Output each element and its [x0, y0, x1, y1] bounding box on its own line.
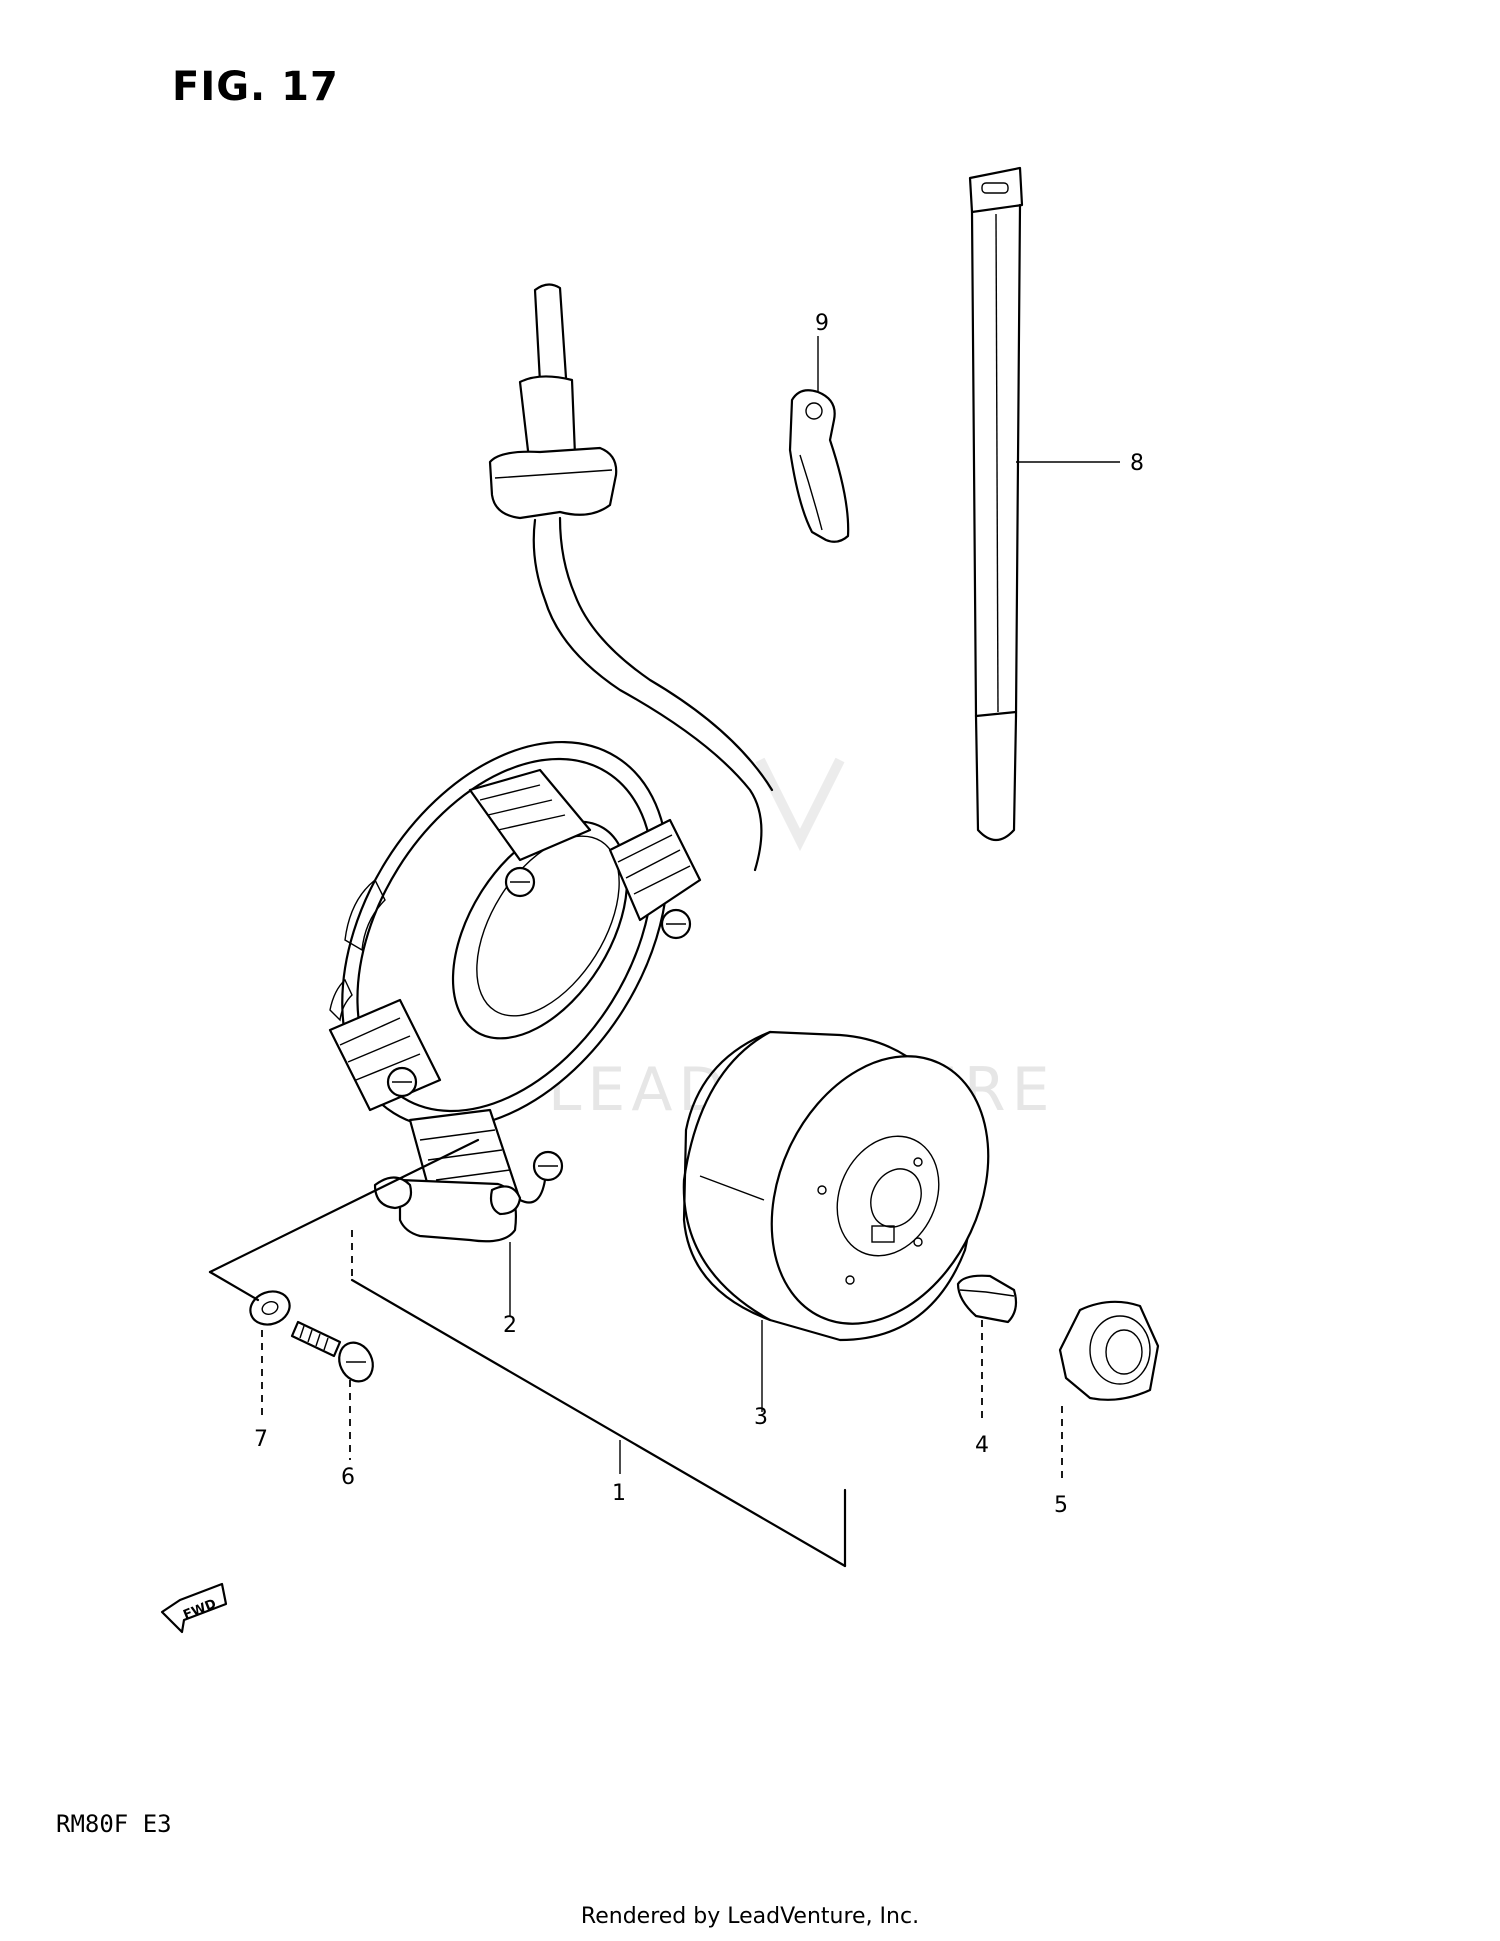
- callout-3: 3: [754, 1405, 768, 1430]
- flange-nut-part-5: [1058, 1300, 1160, 1480]
- washer-part-7: [249, 1290, 291, 1416]
- footer-credit: Rendered by LeadVenture, Inc.: [580, 1904, 920, 1929]
- rotor-flywheel-part-3: [682, 1030, 990, 1412]
- forward-direction-arrow: FWD: [160, 1582, 228, 1634]
- stator-assembly-part-1: [328, 283, 774, 1232]
- callout-4: 4: [975, 1433, 989, 1458]
- cable-tie-part-8: [968, 166, 1120, 842]
- callout-2: 2: [503, 1313, 517, 1338]
- pulser-coil-part-2: [373, 1176, 547, 1316]
- woodruff-key-part-4: [956, 1274, 1018, 1420]
- callout-8: 8: [1130, 451, 1144, 476]
- callout-5: 5: [1054, 1493, 1068, 1518]
- figure-title: FIG. 17: [172, 64, 339, 110]
- assembly-bracket-lines: [208, 1138, 847, 1568]
- callout-7: 7: [254, 1427, 268, 1452]
- callout-1: 1: [612, 1481, 626, 1506]
- model-code-label: RM80F E3: [56, 1810, 172, 1838]
- callout-6: 6: [341, 1465, 355, 1490]
- screw-part-6: [290, 1320, 374, 1460]
- callout-9: 9: [815, 311, 829, 336]
- wire-clamp-part-9: [788, 336, 850, 543]
